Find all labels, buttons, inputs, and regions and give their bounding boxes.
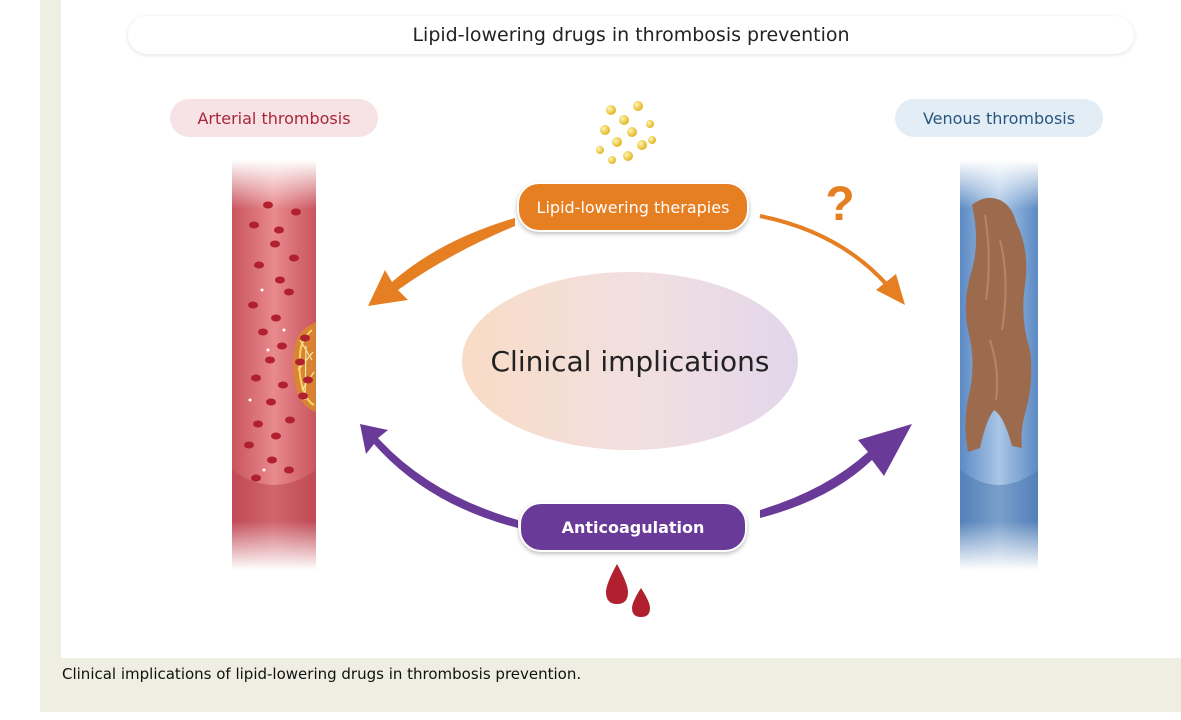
- figure-caption: Clinical implications of lipid-lowering …: [62, 665, 582, 683]
- purple-arrow-to-arterial: [360, 424, 518, 528]
- orange-arrow-to-venous: [759, 214, 905, 305]
- arterial-thrombosis-label: Arterial thrombosis: [170, 99, 378, 137]
- clinical-implications-ellipse: Clinical implications: [462, 272, 798, 450]
- question-mark: ?: [825, 178, 854, 231]
- figure-title: Lipid-lowering drugs in thrombosis preve…: [128, 16, 1134, 54]
- lipid-lowering-therapies-box: Lipid-lowering therapies: [517, 182, 749, 232]
- venous-thrombosis-label: Venous thrombosis: [895, 99, 1103, 137]
- artery-vessel-icon: [232, 160, 316, 570]
- blood-drops-icon: [606, 564, 650, 617]
- orange-arrow-to-arterial: [368, 218, 515, 306]
- purple-arrow-to-venous: [760, 424, 912, 518]
- anticoagulation-box: Anticoagulation: [519, 502, 747, 552]
- vein-vessel-icon: [960, 160, 1038, 570]
- clinical-implications-label: Clinical implications: [490, 344, 770, 378]
- lipid-particles-icon: [596, 101, 656, 164]
